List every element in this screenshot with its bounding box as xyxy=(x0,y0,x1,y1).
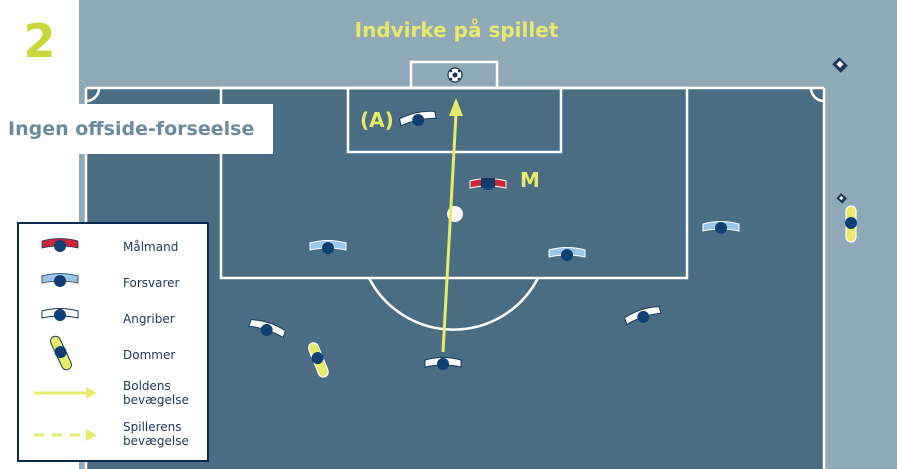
corner-arc-right xyxy=(809,87,825,103)
legend-referee-label: Dommer xyxy=(123,348,176,362)
defender-player-2 xyxy=(548,247,586,261)
legend-symbols xyxy=(34,238,97,441)
goalkeeper-label: M xyxy=(520,168,540,192)
assistant-referee xyxy=(836,193,857,243)
step-badge xyxy=(0,8,79,87)
arrow-icon xyxy=(449,98,463,116)
defender-player-1 xyxy=(309,240,347,254)
step-number: 2 xyxy=(23,14,56,68)
attacker-player-right xyxy=(624,306,662,326)
legend-player-movement-label: Spillerens bevægelse xyxy=(123,420,189,448)
legend-goalkeeper-label: Målmand xyxy=(123,240,179,254)
corner-flag-icon xyxy=(832,57,848,73)
legend-defender-label: Forsvarer xyxy=(123,276,180,290)
goalkeeper-player xyxy=(469,178,507,190)
diagram-title: Indvirke på spillet xyxy=(354,18,559,42)
attacker-player-shooter xyxy=(424,357,462,370)
verdict-text: Ingen offside-forseelse xyxy=(8,118,255,140)
referee-player-field xyxy=(307,342,329,378)
ball-icon xyxy=(447,67,463,83)
legend-defender-symbol xyxy=(41,273,79,287)
penalty-arc xyxy=(367,277,540,331)
legend-attacker-symbol xyxy=(41,308,79,321)
attacker-label: (A) xyxy=(360,108,394,132)
corner-arc-left xyxy=(85,87,101,103)
legend-goalkeeper-symbol xyxy=(41,238,79,252)
legend: Målmand Forsvarer Angriber Dommer Bolden… xyxy=(17,222,209,462)
legend-ball-movement-label: Boldens bevægelse xyxy=(123,379,189,407)
attacker-player-a xyxy=(398,110,437,127)
legend-player-movement-symbol xyxy=(34,429,97,441)
ball-movement-line xyxy=(441,113,458,353)
legend-referee-symbol xyxy=(50,335,72,371)
verdict-box: Ingen offside-forseelse xyxy=(0,104,273,154)
defender-player-3 xyxy=(702,221,740,234)
goal xyxy=(409,60,499,90)
penalty-area xyxy=(219,86,689,280)
legend-attacker-label: Angriber xyxy=(123,312,175,326)
legend-ball-movement-symbol xyxy=(34,387,97,399)
attacker-player-left xyxy=(248,319,286,339)
